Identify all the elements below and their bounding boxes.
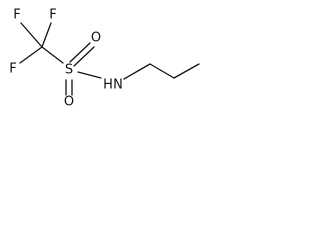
bond-c-s bbox=[41, 46, 64, 64]
atom-f-top-right: F bbox=[49, 8, 56, 23]
atom-sulfur: S bbox=[65, 63, 73, 78]
atom-f-left: F bbox=[9, 62, 16, 77]
molecule-structure: F F F S O O H N bbox=[9, 8, 200, 110]
bond-c1-c2 bbox=[149, 63, 175, 79]
bond-c-f-top-left bbox=[20, 22, 43, 48]
atom-f-top-left: F bbox=[13, 8, 20, 23]
bond-c2-c3 bbox=[173, 63, 200, 79]
bond-n-c1 bbox=[123, 63, 151, 80]
atom-oxygen-top: O bbox=[91, 31, 101, 46]
bond-c-f-top-right bbox=[41, 22, 52, 48]
atom-nitrogen-h: H bbox=[103, 78, 113, 93]
bond-c-f-left bbox=[19, 46, 43, 64]
bond-s-n bbox=[77, 71, 102, 79]
atom-nitrogen: N bbox=[113, 78, 123, 93]
bonds bbox=[19, 22, 200, 96]
bond-s-o-top-2 bbox=[73, 46, 95, 67]
atom-labels: F F F S O O H N bbox=[9, 8, 123, 110]
bond-s-o-top-1 bbox=[69, 42, 91, 63]
atom-oxygen-bottom: O bbox=[64, 95, 74, 110]
